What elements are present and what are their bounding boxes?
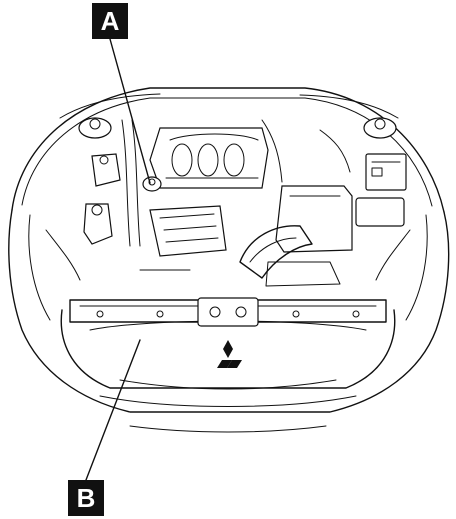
- strut-tower-left: [78, 117, 112, 139]
- engine-hoses: [121, 119, 351, 287]
- washer-reservoir: [83, 203, 113, 245]
- callout-label-a: A: [92, 3, 128, 39]
- callout-leaders: [85, 38, 151, 481]
- callout-label-b: B: [68, 480, 104, 516]
- coolant-reservoir: [91, 153, 121, 187]
- mitsubishi-emblem: [217, 340, 242, 368]
- strut-tower-right: [363, 117, 397, 139]
- front-fenders: [8, 209, 450, 413]
- brake-fluid-reservoir: [142, 176, 162, 192]
- open-hood: [11, 87, 445, 213]
- relay-box: [355, 197, 405, 227]
- intake-manifold: [149, 205, 227, 257]
- air-filter-box: [275, 185, 353, 253]
- intake-duct: [239, 225, 313, 279]
- engine-cover: [149, 127, 269, 189]
- front-bumper: [60, 309, 396, 433]
- radiator-support: [69, 297, 387, 327]
- battery: [365, 153, 407, 191]
